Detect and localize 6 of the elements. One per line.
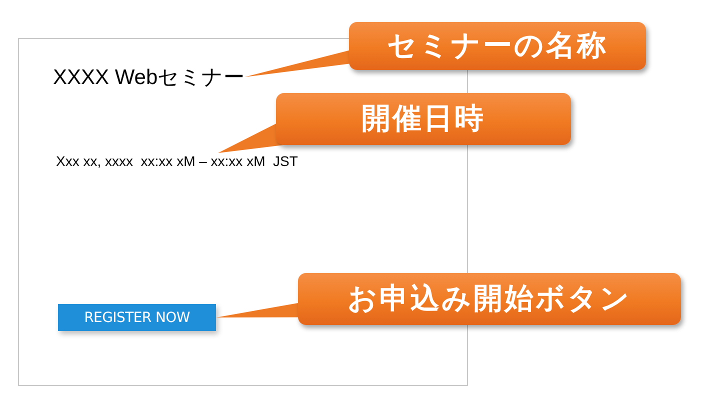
callout-label: お申込み開始ボタン [298, 273, 681, 325]
callout-label: セミナーの名称 [349, 22, 646, 70]
callout-label: 開催日時 [276, 93, 571, 145]
date-time-text: Xxx xx, xxxx xx:xx xM – xx:xx xM JST [56, 153, 298, 169]
seminar-title: XXXX Webセミナー [53, 63, 245, 91]
register-button: REGISTER NOW [58, 304, 216, 331]
